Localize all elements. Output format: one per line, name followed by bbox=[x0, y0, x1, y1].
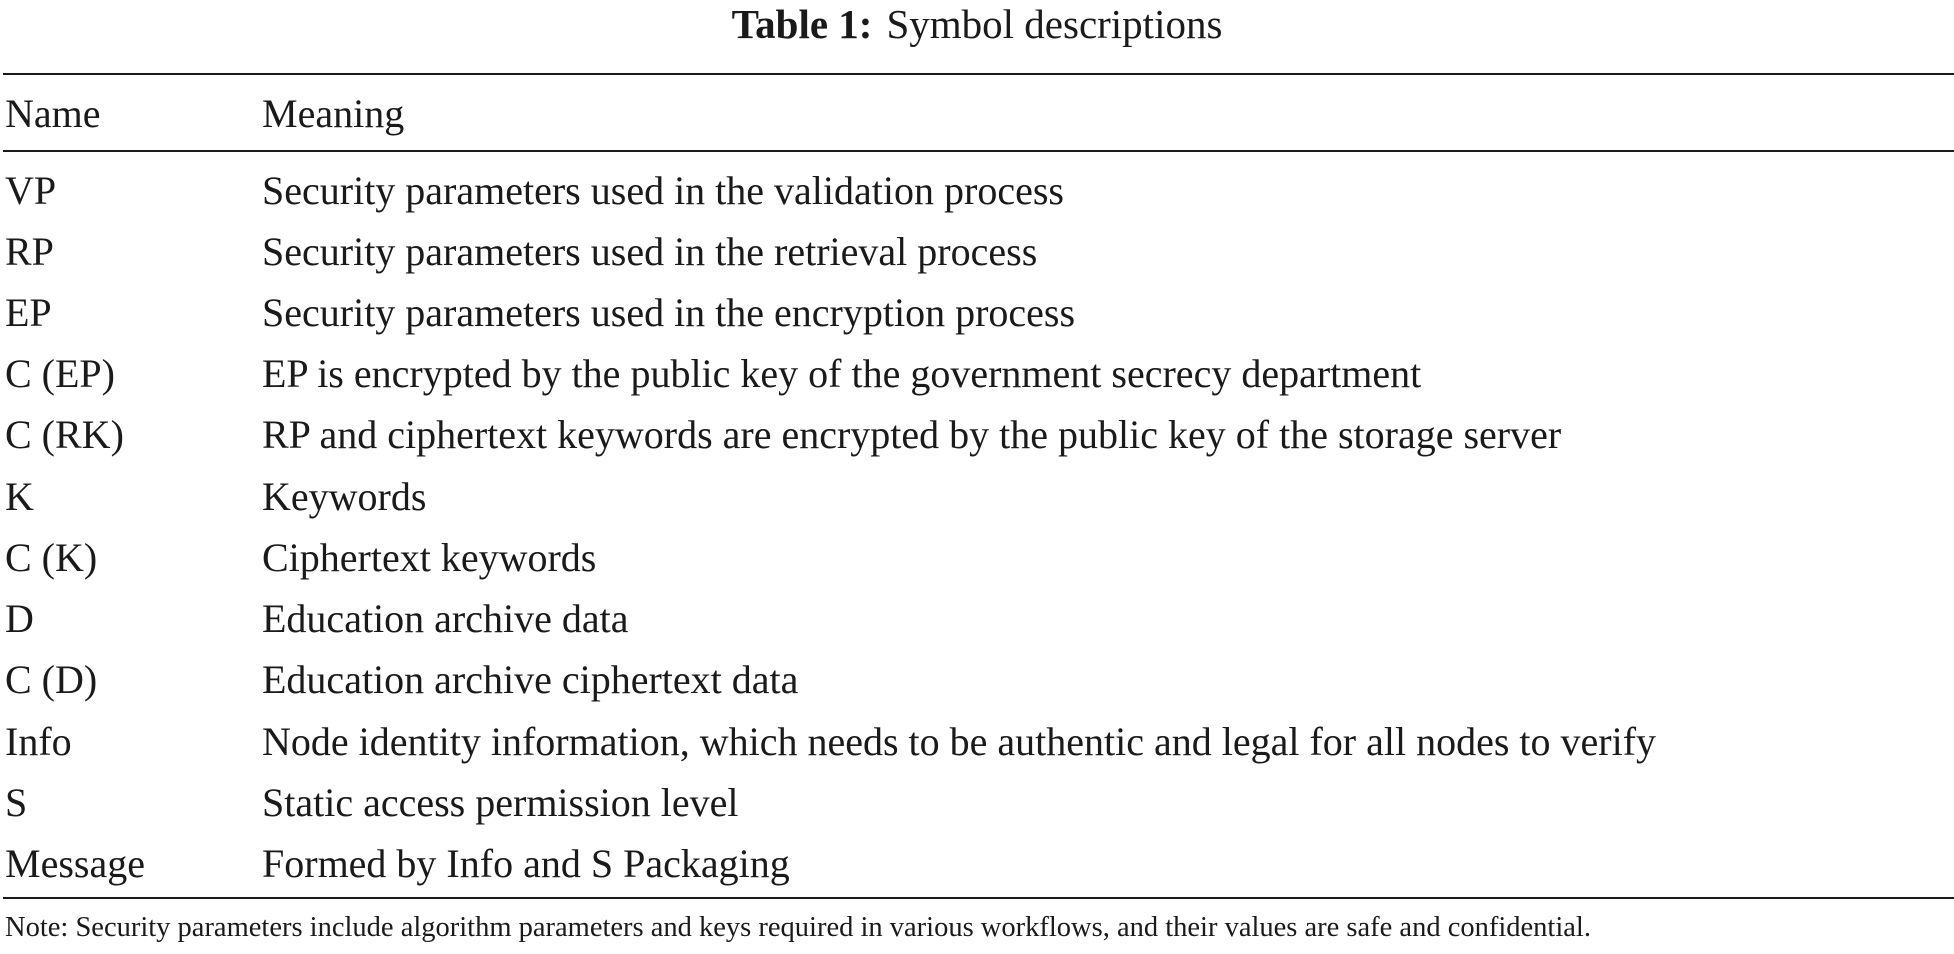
row-name: EP bbox=[5, 290, 52, 335]
table-row: D Education archive data bbox=[0, 588, 1954, 649]
row-meaning: EP is encrypted by the public key of the… bbox=[262, 351, 1422, 396]
table-row: VP Security parameters used in the valid… bbox=[0, 160, 1954, 221]
row-name: C (EP) bbox=[5, 351, 115, 396]
table-row: Info Node identity information, which ne… bbox=[0, 711, 1954, 772]
table-row: C (RK) RP and ciphertext keywords are en… bbox=[0, 404, 1954, 465]
row-meaning: Keywords bbox=[262, 474, 427, 519]
row-meaning: Static access permission level bbox=[262, 780, 739, 825]
row-name: S bbox=[5, 780, 28, 825]
column-header-meaning: Meaning bbox=[262, 91, 405, 136]
table-note: Note: Security parameters include algori… bbox=[5, 912, 1591, 943]
table-row: C (D) Education archive ciphertext data bbox=[0, 649, 1954, 710]
table-row: C (EP) EP is encrypted by the public key… bbox=[0, 343, 1954, 404]
row-name: C (K) bbox=[5, 535, 98, 580]
table-row: EP Security parameters used in the encry… bbox=[0, 282, 1954, 343]
row-name: Message bbox=[5, 841, 145, 886]
row-meaning: Education archive data bbox=[262, 596, 629, 641]
table-row: C (K) Ciphertext keywords bbox=[0, 527, 1954, 588]
row-meaning: Education archive ciphertext data bbox=[262, 657, 799, 702]
row-meaning: Formed by Info and S Packaging bbox=[262, 841, 790, 886]
table-caption: Table 1: Symbol descriptions bbox=[0, 0, 1954, 48]
top-rule bbox=[3, 73, 1954, 75]
row-meaning: Security parameters used in the validati… bbox=[262, 168, 1064, 213]
row-name: K bbox=[5, 474, 34, 519]
row-meaning: RP and ciphertext keywords are encrypted… bbox=[262, 412, 1562, 457]
table-row: S Static access permission level bbox=[0, 772, 1954, 833]
row-meaning: Security parameters used in the encrypti… bbox=[262, 290, 1076, 335]
row-meaning: Ciphertext keywords bbox=[262, 535, 597, 580]
table-label: Table 1: bbox=[731, 1, 873, 47]
table-header-row: Name Meaning bbox=[0, 83, 1954, 144]
table-row: Message Formed by Info and S Packaging bbox=[0, 833, 1954, 894]
row-name: C (RK) bbox=[5, 412, 124, 457]
row-name: D bbox=[5, 596, 34, 641]
row-name: VP bbox=[5, 168, 57, 213]
table-row: K Keywords bbox=[0, 466, 1954, 527]
row-meaning: Security parameters used in the retrieva… bbox=[262, 229, 1038, 274]
bottom-rule bbox=[3, 897, 1954, 899]
header-rule bbox=[3, 150, 1954, 152]
table-title: Symbol descriptions bbox=[886, 1, 1223, 47]
row-name: Info bbox=[5, 719, 72, 764]
table-row: RP Security parameters used in the retri… bbox=[0, 221, 1954, 282]
column-header-name: Name bbox=[5, 91, 101, 136]
row-meaning: Node identity information, which needs t… bbox=[262, 719, 1657, 764]
row-name: RP bbox=[5, 229, 54, 274]
row-name: C (D) bbox=[5, 657, 98, 702]
